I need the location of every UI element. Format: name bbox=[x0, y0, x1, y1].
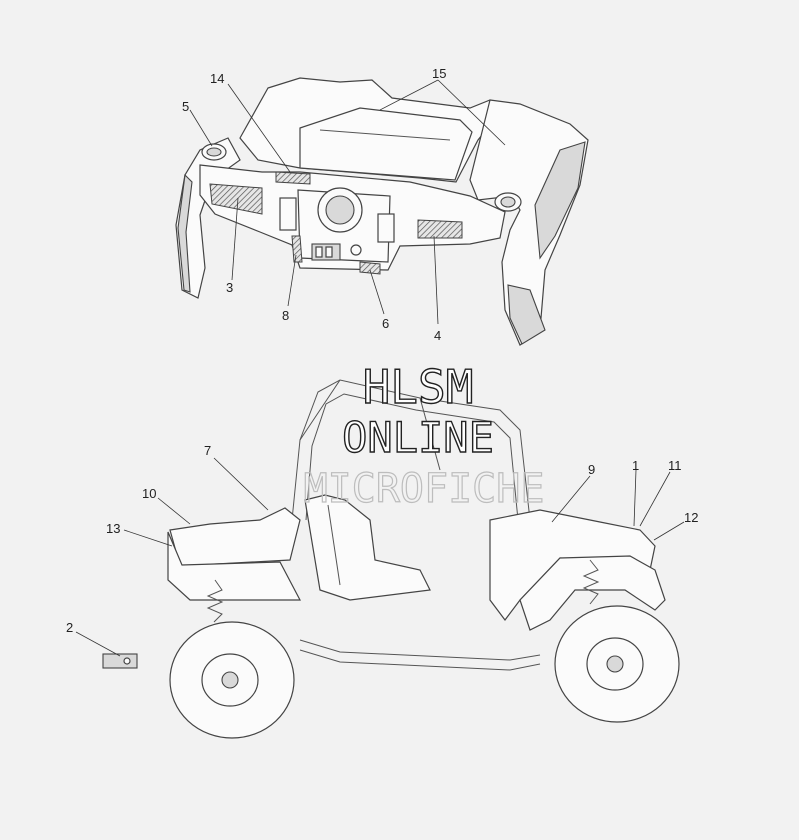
tag-decal bbox=[102, 653, 138, 669]
front-hub bbox=[606, 655, 624, 673]
gauge-inner bbox=[325, 195, 355, 225]
top-dash-decal bbox=[275, 171, 311, 185]
rear-bed bbox=[169, 507, 301, 567]
callout-8: 8 bbox=[282, 308, 289, 323]
callout-3: 3 bbox=[226, 280, 233, 295]
callouts: 14 15 5 3 8 6 4 7 10 13 9 1 bbox=[66, 66, 698, 657]
watermark-line1: HLSM bbox=[363, 360, 474, 414]
switch-1 bbox=[315, 246, 323, 258]
left-bezel bbox=[279, 197, 297, 231]
callout-14: 14 bbox=[210, 71, 224, 86]
rear-fender bbox=[167, 531, 301, 601]
callout-15: 15 bbox=[432, 66, 446, 81]
callout-2: 2 bbox=[66, 620, 73, 635]
left-speaker-grille bbox=[206, 147, 222, 157]
front-shock bbox=[582, 559, 600, 605]
seat bbox=[304, 494, 431, 601]
right-fender-lower bbox=[507, 284, 546, 345]
lower-console-decal-6 bbox=[359, 261, 381, 275]
callout-4: 4 bbox=[434, 328, 441, 343]
key-switch bbox=[350, 244, 362, 256]
rear-shock bbox=[206, 579, 224, 623]
left-fender-edge bbox=[177, 173, 193, 293]
callout-6: 6 bbox=[382, 316, 389, 331]
right-vent-decal bbox=[417, 219, 463, 239]
left-vent-decal bbox=[209, 183, 263, 215]
callout-1: 1 bbox=[632, 458, 639, 473]
callout-5: 5 bbox=[182, 99, 189, 114]
watermark-line2: ONLINE bbox=[342, 413, 494, 462]
front-fender bbox=[519, 555, 666, 631]
callout-7: 7 bbox=[204, 443, 211, 458]
roll-cage bbox=[291, 379, 531, 521]
callout-12: 12 bbox=[684, 510, 698, 525]
right-speaker-grille bbox=[500, 196, 516, 208]
roll-cage-inner bbox=[305, 393, 519, 521]
vehicle-illustration bbox=[102, 379, 680, 739]
right-bezel bbox=[377, 213, 395, 243]
cowl-top bbox=[299, 107, 473, 181]
floor-frame-lower bbox=[299, 649, 541, 671]
tag-hole bbox=[123, 657, 131, 665]
callout-13: 13 bbox=[106, 521, 120, 536]
watermark: HLSM ONLINE MICROFICHE bbox=[303, 359, 545, 512]
callout-9: 9 bbox=[588, 462, 595, 477]
lower-console-decal-8 bbox=[291, 235, 303, 263]
callout-10: 10 bbox=[142, 486, 156, 501]
switch-2 bbox=[325, 246, 333, 258]
callout-11: 11 bbox=[668, 458, 682, 473]
floor-frame bbox=[299, 639, 541, 661]
watermark-line3: MICROFICHE bbox=[304, 466, 545, 512]
right-fender-side bbox=[534, 141, 586, 260]
rear-hub bbox=[221, 671, 239, 689]
dashboard-illustration bbox=[175, 77, 589, 346]
